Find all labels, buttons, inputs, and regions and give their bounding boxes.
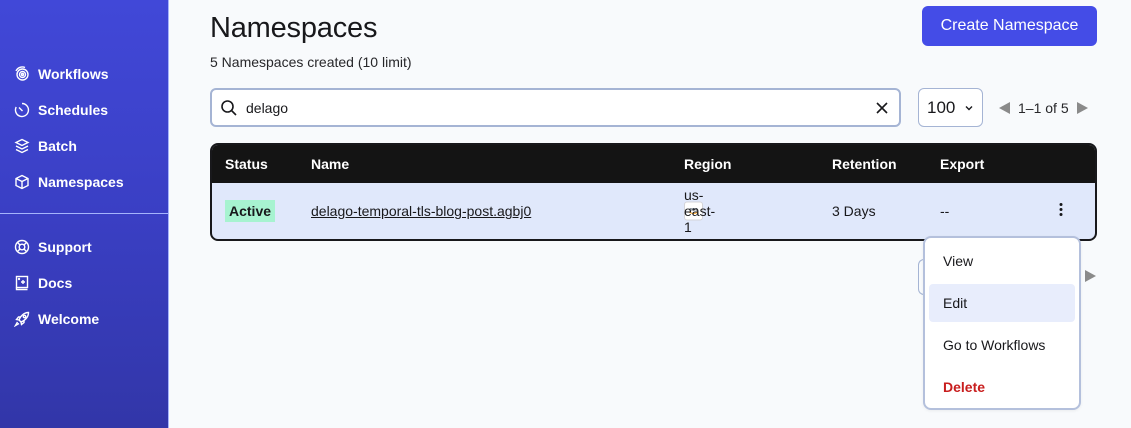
bottom-next-page-icon[interactable] <box>1085 270 1096 282</box>
export-value: -- <box>940 203 950 219</box>
menu-item-edit[interactable]: Edit <box>929 284 1075 322</box>
retention-value: 3 Days <box>832 203 876 219</box>
page-size-value: 100 <box>927 97 956 117</box>
svg-text:aws: aws <box>689 207 698 212</box>
namespace-count: 5 Namespaces created (10 limit) <box>210 54 412 70</box>
chevron-down-icon <box>965 105 973 110</box>
sidebar-item-namespaces[interactable]: Namespaces <box>14 170 124 194</box>
sidebar-item-schedules[interactable]: Schedules <box>14 98 108 122</box>
namespaces-table: Status Name Region Retention Export Acti… <box>210 143 1097 241</box>
column-header-export: Export <box>940 156 985 172</box>
sidebar-item-docs[interactable]: Docs <box>14 271 72 295</box>
more-vertical-icon <box>1059 203 1063 216</box>
main-content: Namespaces 5 Namespaces created (10 limi… <box>170 0 1131 428</box>
sidebar-item-label: Welcome <box>38 311 100 327</box>
batch-icon <box>14 138 30 154</box>
create-namespace-button[interactable]: Create Namespace <box>922 6 1097 46</box>
sidebar-item-label: Workflows <box>38 66 109 82</box>
sidebar-item-workflows[interactable]: Workflows <box>14 62 109 86</box>
sidebar: Workflows Schedules Batch Namespaces Sup… <box>0 0 169 428</box>
docs-icon <box>15 275 29 291</box>
page-title: Namespaces <box>210 12 378 44</box>
namespace-link[interactable]: delago-temporal-tls-blog-post.agbj0 <box>311 203 532 219</box>
column-header-region: Region <box>684 156 732 172</box>
menu-item-delete[interactable]: Delete <box>943 379 986 395</box>
table-row[interactable]: Active delago-temporal-tls-blog-post.agb… <box>212 183 1095 239</box>
next-page-icon[interactable] <box>1076 102 1088 114</box>
sidebar-item-batch[interactable]: Batch <box>14 134 77 158</box>
close-icon[interactable] <box>875 101 889 115</box>
workflows-icon <box>15 66 29 81</box>
table-header: Status Name Region Retention Export <box>212 145 1095 183</box>
pagination-range: 1–1 of 5 <box>1018 100 1069 116</box>
menu-item-view[interactable]: View <box>943 253 974 269</box>
schedules-icon <box>14 102 30 118</box>
menu-item-go-to-workflows[interactable]: Go to Workflows <box>943 337 1046 353</box>
search-icon <box>221 99 237 116</box>
column-header-retention: Retention <box>832 156 897 172</box>
rocket-icon <box>14 311 30 327</box>
pagination: 1–1 of 5 <box>999 98 1088 118</box>
sidebar-item-label: Batch <box>38 138 77 154</box>
aws-icon: aws <box>684 201 703 221</box>
column-header-status: Status <box>225 156 268 172</box>
sidebar-divider <box>0 213 169 214</box>
row-actions-menu: View Edit Go to Workflows Delete <box>923 236 1081 410</box>
row-actions-button[interactable] <box>1057 202 1065 221</box>
previous-page-icon[interactable] <box>999 102 1010 114</box>
support-icon <box>14 239 30 255</box>
sidebar-item-label: Docs <box>38 275 73 291</box>
status-badge: Active <box>225 200 276 222</box>
search-field[interactable] <box>210 88 901 127</box>
namespaces-icon <box>15 174 29 190</box>
sidebar-item-welcome[interactable]: Welcome <box>14 307 99 331</box>
page-size-select[interactable]: 100 <box>918 88 983 127</box>
region-name: us-east-1 <box>684 187 716 235</box>
sidebar-item-label: Schedules <box>38 102 109 118</box>
sidebar-item-label: Namespaces <box>38 174 124 190</box>
sidebar-item-label: Support <box>38 239 92 255</box>
sidebar-item-support[interactable]: Support <box>14 235 92 259</box>
column-header-name: Name <box>311 156 350 172</box>
search-input[interactable] <box>246 99 875 116</box>
